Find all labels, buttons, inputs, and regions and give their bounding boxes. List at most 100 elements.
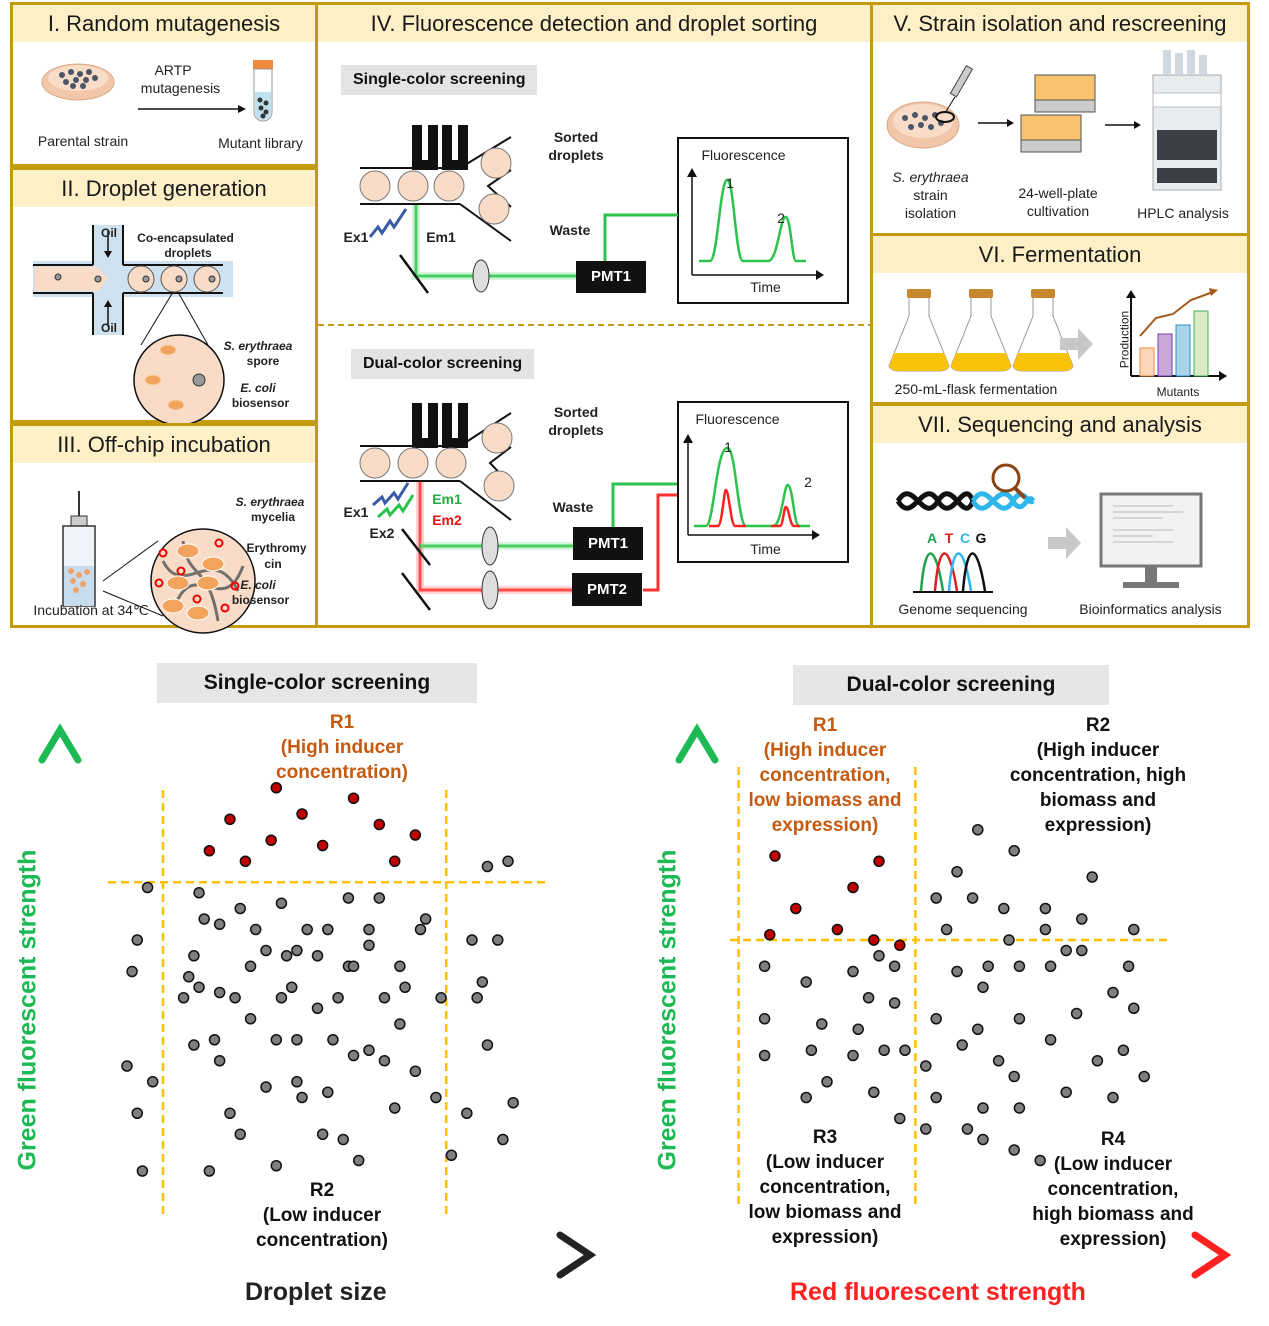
label-ex1: Ex1: [343, 229, 369, 245]
base-a: A: [926, 530, 938, 546]
data-point: [1013, 1013, 1026, 1025]
data-point: [394, 960, 406, 972]
data-point: [430, 1091, 442, 1104]
panel-title: II. Droplet generation: [13, 170, 315, 207]
data-point: [940, 923, 953, 936]
data-point: [1107, 986, 1119, 999]
peak-label-2: 2: [777, 210, 785, 226]
syringe-incubation: [62, 491, 256, 634]
chart-single-color: [38, 723, 597, 1279]
data-point: [337, 1133, 349, 1146]
data-point: [352, 1154, 365, 1167]
flasks-and-bars: [888, 288, 1227, 381]
pmt2-detector: PMT2: [586, 581, 627, 598]
region-label-line: R1: [329, 712, 355, 733]
region-label-line: (Low inducer: [1053, 1154, 1173, 1175]
arrow-label-mutagenesis: mutagenesis: [140, 80, 221, 96]
data-point: [972, 1023, 984, 1035]
single-color-sorter: [359, 125, 849, 304]
data-point: [414, 923, 427, 936]
data-point: [758, 1013, 771, 1025]
region-label-line: expression): [1044, 815, 1152, 836]
axis-production: Production: [1117, 310, 1132, 369]
data-point: [894, 1112, 906, 1125]
panel-title: V. Strain isolation and rescreening: [873, 5, 1247, 42]
data-point: [1076, 913, 1088, 925]
data-point: [347, 1049, 360, 1062]
data-point: [1076, 944, 1088, 957]
data-point: [260, 944, 272, 957]
label-ex2: Ex2: [369, 525, 395, 541]
y-axis-label-dual: Green fluorescent strength: [653, 849, 682, 1171]
plot-xlabel: Time: [750, 279, 781, 295]
data-point-selected: [296, 808, 308, 820]
label-erythromycin-1: Erythromy: [246, 541, 307, 555]
pmt1-detector: PMT1: [587, 535, 628, 552]
label-sorted-droplets-1: Sorted: [553, 404, 599, 420]
label-s-erythraea-spore: S. erythraea: [223, 339, 293, 353]
data-point: [275, 992, 288, 1004]
data-point: [198, 913, 210, 925]
data-point: [956, 1039, 968, 1051]
data-point: [461, 1107, 473, 1119]
tag-dual-color: Dual-color screening: [351, 349, 535, 379]
data-point: [435, 992, 447, 1004]
data-point: [800, 1091, 812, 1104]
panel-title: VI. Fermentation: [873, 236, 1247, 273]
x-axis-label-dual: Red fluorescent strength: [790, 1278, 1086, 1306]
rescreening-workflow: [886, 50, 1222, 191]
label-biosensor: biosensor: [231, 593, 290, 607]
data-point: [193, 887, 205, 899]
data-point: [126, 965, 138, 978]
data-point: [888, 997, 901, 1009]
tube-icon: [253, 60, 273, 122]
data-point: [930, 1091, 942, 1104]
label-co-encapsulated: Co-encapsulated: [137, 231, 234, 245]
region-label-line: (Low inducer: [765, 1152, 885, 1173]
data-point: [419, 913, 432, 925]
data-point: [260, 1081, 272, 1093]
panel-title: III. Off-chip incubation: [13, 426, 315, 463]
data-point: [270, 1034, 283, 1046]
data-point: [291, 1034, 303, 1046]
data-point: [961, 1123, 974, 1135]
data-point: [1060, 944, 1072, 957]
data-point: [1008, 1144, 1020, 1156]
data-point-selected: [239, 855, 252, 867]
data-point: [270, 1160, 283, 1172]
region-label-line: concentration,: [1047, 1179, 1179, 1200]
region-label-line: low biomass and: [748, 1202, 902, 1223]
data-point: [977, 981, 989, 993]
panel-fluorescence-detection: IV. Fluorescence detection and droplet s…: [315, 2, 873, 628]
data-point: [930, 1013, 942, 1025]
pmt1-detector: PMT1: [590, 268, 631, 285]
data-point: [471, 992, 483, 1004]
label-biosensor: biosensor: [231, 396, 290, 410]
panel-title: VII. Sequencing and analysis: [873, 406, 1247, 443]
data-point-selected: [764, 929, 776, 941]
data-point: [322, 1086, 334, 1098]
data-point: [363, 923, 375, 936]
data-point-selected: [316, 839, 329, 852]
data-point: [389, 1102, 401, 1114]
y-axis-label-single: Green fluorescent strength: [13, 849, 42, 1171]
peak-label-2: 2: [804, 474, 812, 490]
tag-single-color: Single-color screening: [341, 65, 538, 95]
axis-mutants: Mutants: [1156, 385, 1200, 399]
data-point: [977, 1102, 989, 1114]
label-erythromycin-2: cin: [264, 557, 282, 571]
label-sorted-droplets-1: Sorted: [553, 129, 599, 145]
data-point: [131, 934, 143, 946]
data-point: [821, 1076, 833, 1088]
data-point-selected: [409, 829, 422, 841]
region-label-line: expression): [771, 815, 879, 836]
microfluidic-junction: [33, 225, 233, 426]
data-point: [1008, 1070, 1020, 1083]
region-label-line: (High inducer: [280, 737, 404, 758]
data-point: [888, 960, 901, 972]
data-point: [951, 965, 963, 978]
data-point: [1044, 960, 1057, 972]
data-point: [363, 939, 375, 951]
